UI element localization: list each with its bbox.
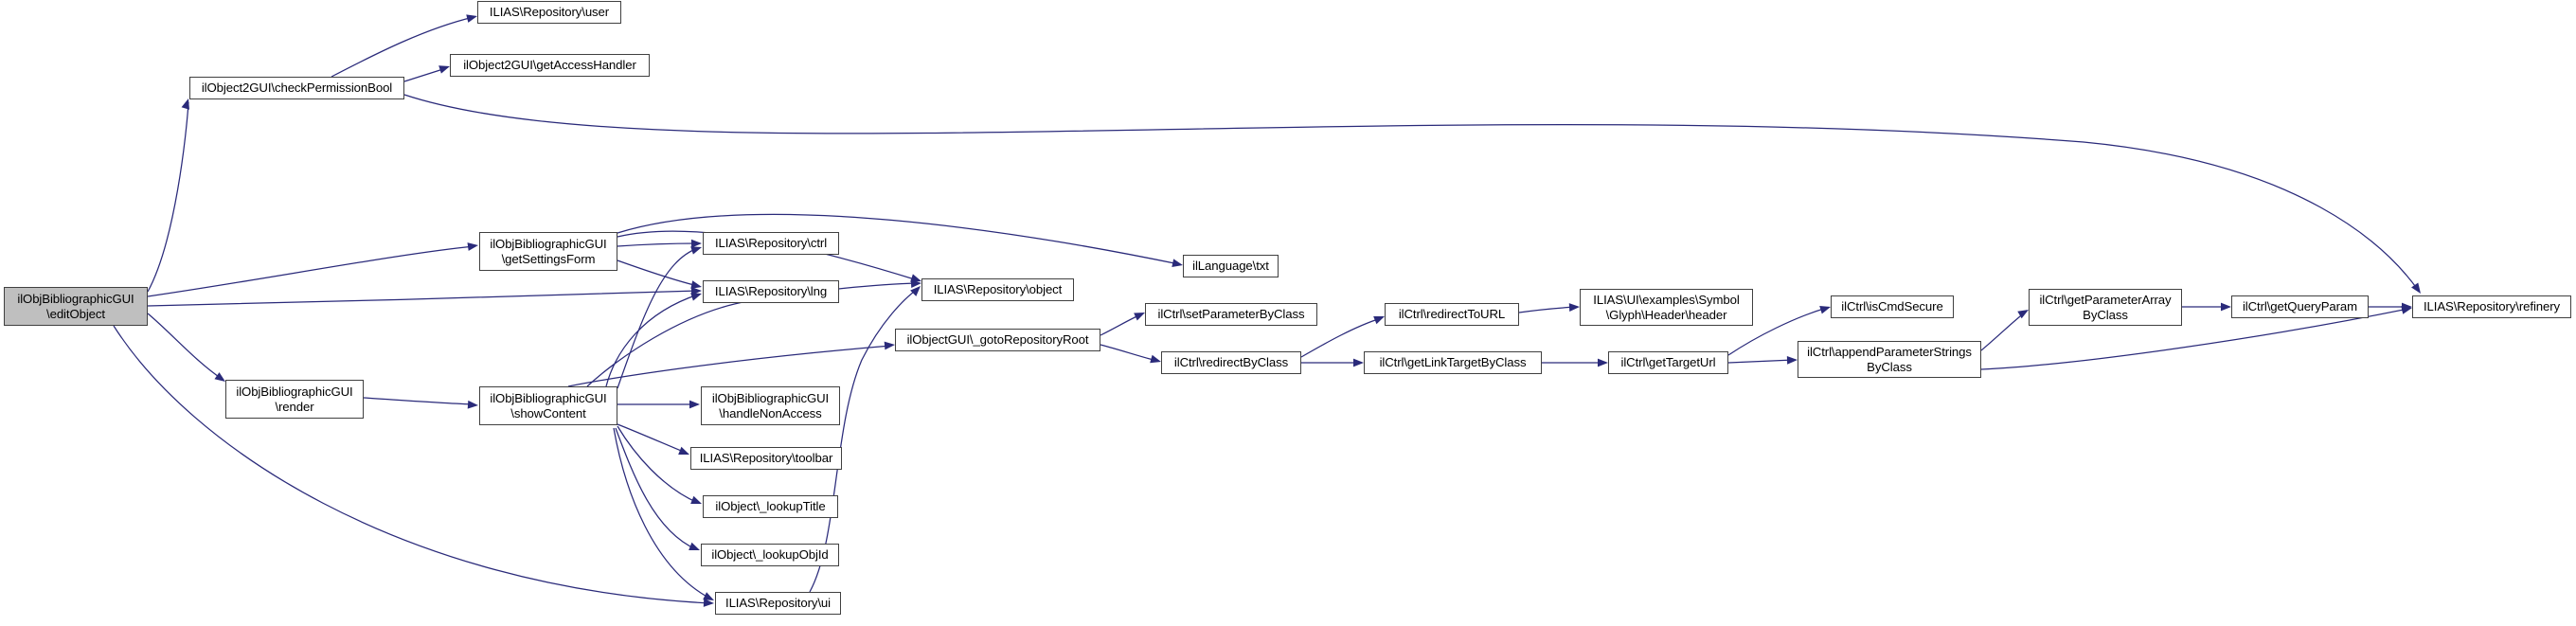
call-edge-arrowhead bbox=[467, 400, 478, 409]
call-edge-arrowhead bbox=[690, 239, 702, 248]
call-edge-arrowhead bbox=[2411, 282, 2421, 294]
call-edge-arrowhead bbox=[910, 279, 921, 288]
graph-node-showContent[interactable]: ilObjBibliographicGUI \showContent bbox=[479, 386, 617, 425]
graph-node-redirectToURL[interactable]: ilCtrl\redirectToURL bbox=[1385, 303, 1519, 326]
call-edge-arrowhead bbox=[1786, 355, 1798, 365]
graph-node-getAccessHandler[interactable]: ilObject2GUI\getAccessHandler bbox=[450, 54, 650, 77]
call-edge-arrowhead bbox=[690, 286, 702, 295]
call-edge bbox=[1518, 306, 1577, 313]
graph-node-appendParameterStrings[interactable]: ilCtrl\appendParameterStrings ByClass bbox=[1798, 341, 1981, 378]
call-edge bbox=[617, 259, 699, 287]
call-edge bbox=[1980, 312, 2026, 351]
call-edge-arrowhead bbox=[703, 599, 714, 607]
call-edge-arrowhead bbox=[884, 341, 895, 350]
call-edge-arrowhead bbox=[1568, 303, 1580, 312]
call-edge-arrowhead bbox=[690, 246, 702, 255]
call-edge-arrowhead bbox=[690, 280, 702, 289]
call-edge bbox=[113, 325, 711, 604]
graph-node-repoLng[interactable]: ILIAS\Repository\lng bbox=[703, 280, 839, 303]
call-edge bbox=[615, 427, 697, 550]
call-edge bbox=[617, 423, 687, 454]
graph-node-editObject[interactable]: ilObjBibliographicGUI \editObject bbox=[4, 287, 148, 326]
call-edge-arrowhead bbox=[678, 446, 689, 455]
graph-node-repoCtrl[interactable]: ILIAS\Repository\ctrl bbox=[703, 232, 839, 255]
graph-node-repoUser[interactable]: ILIAS\Repository\user bbox=[477, 1, 621, 24]
call-edge-arrowhead bbox=[703, 592, 714, 600]
call-edge-arrowhead bbox=[689, 542, 700, 550]
call-edge-arrowhead bbox=[2402, 302, 2412, 312]
graph-node-getTargetUrl[interactable]: ilCtrl\getTargetUrl bbox=[1608, 351, 1728, 374]
call-edge bbox=[567, 345, 892, 387]
call-edge bbox=[1100, 344, 1158, 362]
graph-node-repoToolbar[interactable]: ILIAS\Repository\toolbar bbox=[690, 447, 842, 470]
graph-node-getLinkTargetByClass[interactable]: ilCtrl\getLinkTargetByClass bbox=[1364, 351, 1542, 374]
graph-node-getQueryParam[interactable]: ilCtrl\getQueryParam bbox=[2231, 295, 2369, 318]
call-edge-arrowhead bbox=[690, 293, 702, 301]
graph-node-symbolGlyphHeader[interactable]: ILIAS\UI\examples\Symbol \Glyph\Header\h… bbox=[1580, 289, 1753, 326]
graph-node-lookupObjId[interactable]: ilObject\_lookupObjId bbox=[701, 544, 839, 566]
call-edge bbox=[147, 101, 189, 293]
graph-node-lookupTitle[interactable]: ilObject\_lookupTitle bbox=[703, 495, 838, 518]
call-edge bbox=[1100, 313, 1142, 336]
call-edge bbox=[403, 67, 447, 82]
call-edge bbox=[363, 397, 475, 405]
call-edge-arrowhead bbox=[2221, 302, 2231, 312]
call-edge-arrowhead bbox=[1598, 358, 1608, 367]
graph-node-repoRefinery[interactable]: ILIAS\Repository\refinery bbox=[2412, 295, 2571, 318]
graph-node-checkPermissionBool[interactable]: ilObject2GUI\checkPermissionBool bbox=[189, 77, 404, 99]
graph-node-redirectByClass[interactable]: ilCtrl\redirectByClass bbox=[1161, 351, 1301, 374]
graph-node-handleNonAccess[interactable]: ilObjBibliographicGUI \handleNonAccess bbox=[701, 386, 840, 425]
call-edge bbox=[617, 242, 699, 247]
call-edge-arrowhead bbox=[689, 400, 700, 409]
graph-node-getParameterArray[interactable]: ilCtrl\getParameterArray ByClass bbox=[2029, 289, 2182, 326]
graph-node-setParameterByClass[interactable]: ilCtrl\setParameterByClass bbox=[1145, 303, 1317, 326]
call-edge bbox=[605, 294, 699, 387]
call-edge-arrowhead bbox=[1353, 358, 1364, 367]
graph-node-langTxt[interactable]: ilLanguage\txt bbox=[1183, 255, 1279, 277]
call-edge-arrowhead bbox=[690, 495, 702, 504]
call-edge bbox=[617, 213, 1180, 265]
call-edge bbox=[147, 313, 223, 380]
call-edge bbox=[403, 94, 2419, 291]
call-edge bbox=[617, 247, 699, 389]
call-edge-arrowhead bbox=[467, 242, 478, 251]
graph-node-getSettingsForm[interactable]: ilObjBibliographicGUI \getSettingsForm bbox=[479, 232, 617, 271]
graph-node-render[interactable]: ilObjBibliographicGUI \render bbox=[225, 380, 364, 419]
call-edge bbox=[617, 425, 699, 504]
graph-node-isCmdSecure[interactable]: ilCtrl\isCmdSecure bbox=[1831, 295, 1954, 318]
graph-node-repoObject[interactable]: ILIAS\Repository\object bbox=[921, 278, 1074, 301]
call-edge bbox=[1727, 359, 1795, 364]
graph-node-repoUi[interactable]: ILIAS\Repository\ui bbox=[715, 592, 841, 615]
call-edge bbox=[147, 290, 699, 307]
graph-node-gotoRepositoryRoot[interactable]: ilObjectGUI\_gotoRepositoryRoot bbox=[895, 329, 1100, 351]
call-edge bbox=[147, 245, 475, 297]
